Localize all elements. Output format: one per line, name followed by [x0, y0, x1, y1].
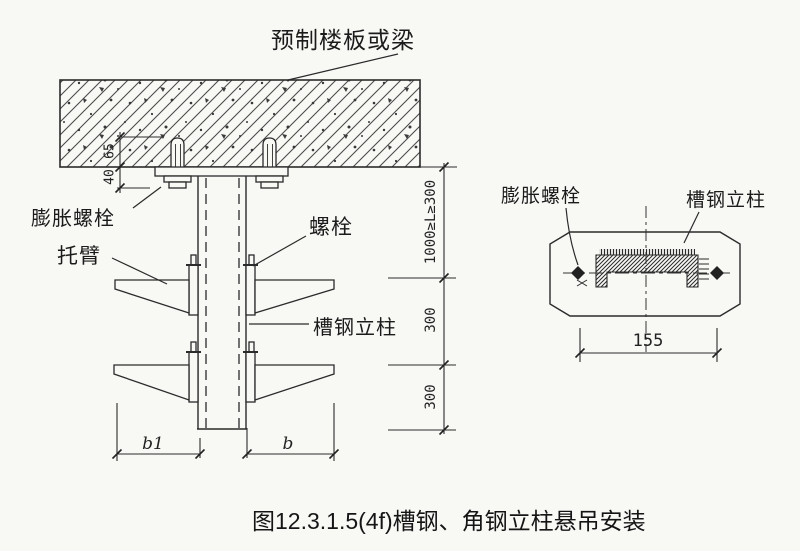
lower-bracket-arms [113, 341, 335, 403]
detail-channel-section [576, 249, 709, 288]
dim-bracket-spacing-upper: 300 [423, 307, 439, 333]
dim-anchor-protrusion: 40 [102, 169, 118, 185]
left-dimension-chain [114, 131, 164, 194]
channel-column-label: 槽钢立柱 [313, 317, 397, 339]
dim-right-arm-width: b [282, 434, 294, 454]
slab-leader-line [287, 53, 399, 81]
channel-column [197, 176, 247, 430]
upper-bracket-arms [114, 254, 335, 316]
detail-anchor-bolts [571, 266, 724, 280]
detail-centerlines [563, 206, 730, 352]
main-view-leader-lines [111, 186, 309, 325]
dim-anchor-embedment: 65 [102, 143, 118, 159]
right-dimension-chain [388, 161, 457, 436]
dim-bracket-spacing-lower: 300 [423, 384, 439, 410]
detail-channel-column-label: 槽钢立柱 [686, 190, 767, 211]
detail-baseplate-outline [549, 231, 741, 317]
expansion-bolt-label: 膨胀螺栓 [31, 208, 115, 230]
bracket-arm-label: 托臂 [57, 245, 101, 268]
dim-suspension-length: 1000≥L≥300 [423, 179, 439, 265]
dim-bolt-spacing: 155 [632, 331, 664, 351]
precast-slab-label: 预制楼板或梁 [271, 27, 415, 53]
detail-dimension-155 [574, 328, 723, 362]
figure-caption: 图12.3.1.5(4f)槽钢、角钢立柱悬吊安装 [252, 508, 646, 534]
detail-leader-lines [565, 207, 700, 266]
hanger-plate-and-anchors [154, 137, 289, 189]
bolt-label: 螺栓 [309, 216, 353, 239]
detail-expansion-bolt-label: 膨胀螺栓 [501, 186, 582, 207]
dim-left-arm-width: b1 [142, 434, 164, 454]
bottom-dimension-lines [111, 403, 340, 461]
